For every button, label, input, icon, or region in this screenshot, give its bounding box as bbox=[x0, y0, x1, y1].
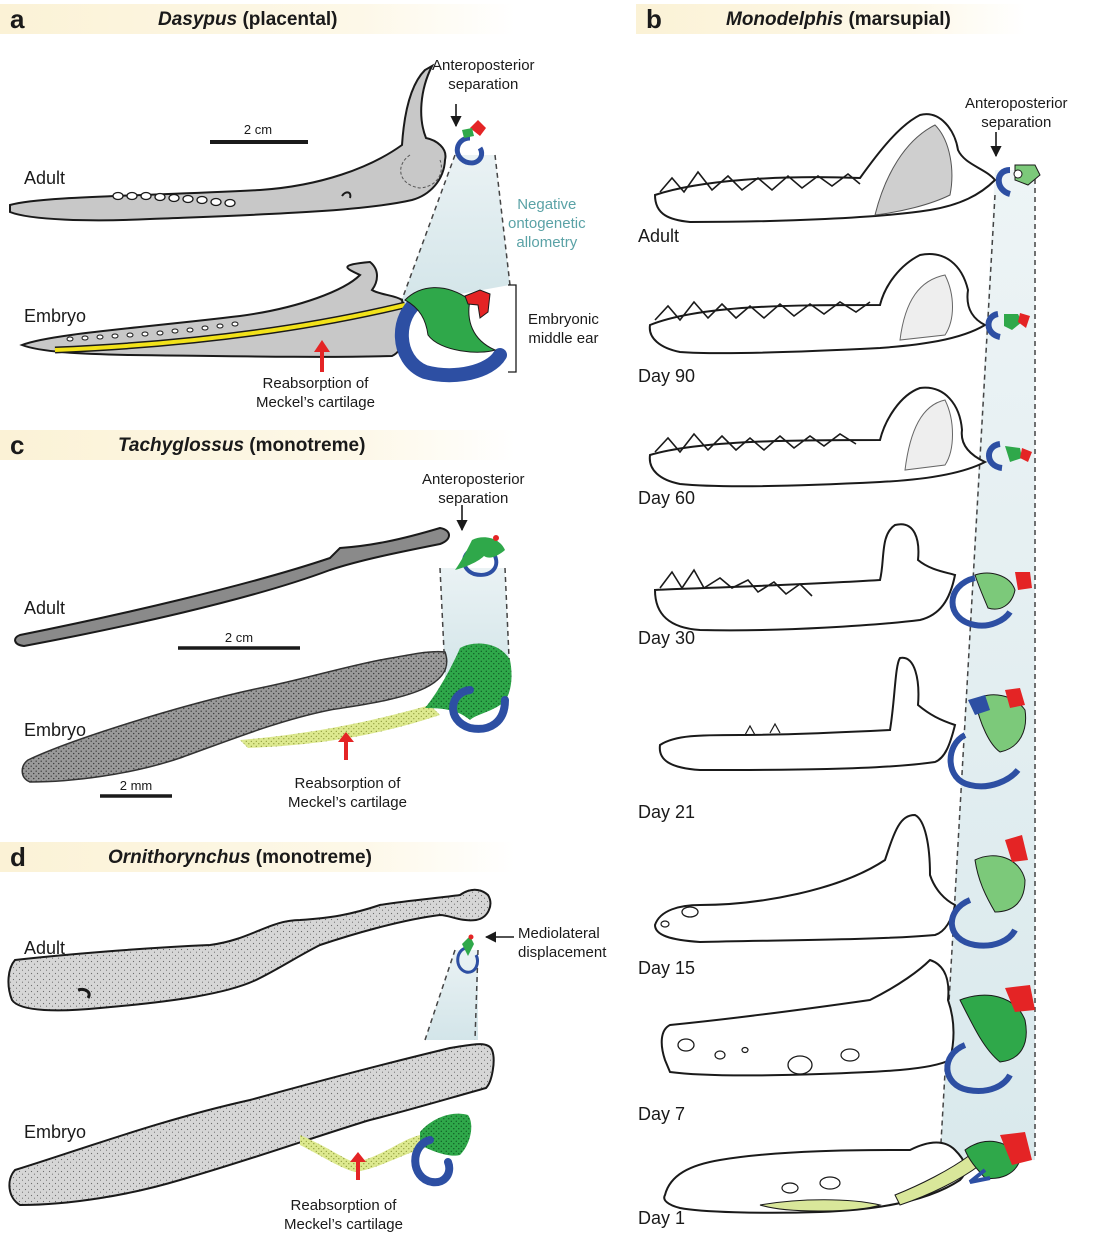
panel-b-drawing bbox=[650, 114, 1040, 1213]
panel-a-adult-malleus bbox=[462, 128, 474, 138]
panel-a-allometry-note: Negative ontogenetic allometry bbox=[508, 195, 586, 252]
panel-d-reabsorption-note: Reabsorption of Meckel’s cartilage bbox=[284, 1196, 403, 1234]
panel-b-stage-day1: Day 1 bbox=[638, 1208, 685, 1229]
panel-c-embryo-jaw bbox=[22, 652, 447, 782]
panel-d-embryo-malleus bbox=[420, 1114, 471, 1156]
panel-a-middle-ear-note: Embryonic middle ear bbox=[528, 310, 599, 348]
panel-d-adult-label: Adult bbox=[24, 938, 65, 959]
panel-a-drawing bbox=[10, 66, 516, 375]
panel-d-embryo-label: Embryo bbox=[24, 1122, 86, 1143]
panel-c-separation-note: Anteroposterior separation bbox=[422, 470, 525, 508]
panel-d-adult-jaw bbox=[8, 890, 490, 1011]
panel-b-stage-adult: Adult bbox=[638, 226, 679, 247]
panel-c-adult-scale-label: 2 cm bbox=[219, 630, 259, 645]
panel-b-stage-day15: Day 15 bbox=[638, 958, 695, 979]
panel-c-reabsorption-note: Reabsorption of Meckel’s cartilage bbox=[288, 774, 407, 812]
panel-a-adult-label: Adult bbox=[24, 168, 65, 189]
panel-c-adult-label: Adult bbox=[24, 598, 65, 619]
panel-a-reabsorption-note: Reabsorption of Meckel’s cartilage bbox=[256, 374, 375, 412]
panel-a-embryo-label: Embryo bbox=[24, 306, 86, 327]
panel-d-drawing bbox=[8, 890, 514, 1205]
panel-d-meckels-cartilage bbox=[300, 1135, 425, 1172]
panel-b-stage-day90: Day 90 bbox=[638, 366, 695, 387]
panel-d-displacement-note: Mediolateral displacement bbox=[518, 924, 606, 962]
panel-c-embryo-scale-label: 2 mm bbox=[114, 778, 158, 793]
panel-c-embryo-label: Embryo bbox=[24, 720, 86, 741]
panel-b-day21-jaw bbox=[660, 658, 955, 770]
panel-b-stage-day7: Day 7 bbox=[638, 1104, 685, 1125]
panel-b-stage-day60: Day 60 bbox=[638, 488, 695, 509]
panel-a-separation-note: Anteroposterior separation bbox=[432, 56, 535, 94]
panel-d-projection-shade bbox=[425, 950, 478, 1040]
panel-c-drawing bbox=[15, 505, 511, 796]
panel-b-separation-note: Anteroposterior separation bbox=[965, 94, 1068, 132]
panel-b-day30-jaw bbox=[655, 524, 955, 630]
panel-b-stage-day30: Day 30 bbox=[638, 628, 695, 649]
panel-a-scale-label: 2 cm bbox=[238, 122, 278, 137]
panel-c-adult-jaw bbox=[15, 528, 449, 646]
panel-b-day15-jaw bbox=[655, 815, 955, 942]
panel-b-stage-day21: Day 21 bbox=[638, 802, 695, 823]
